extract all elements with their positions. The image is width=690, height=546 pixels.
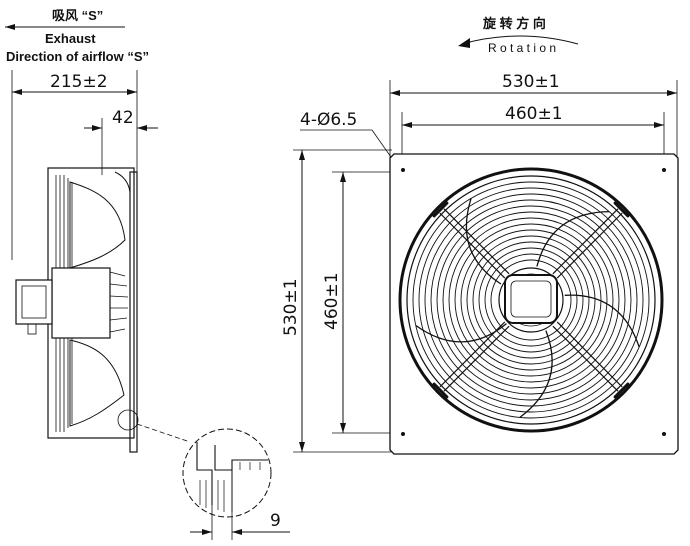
dim-530h-label: 530±1 [281,278,301,336]
fan-blade-edge [536,210,610,267]
side-blade-top [69,181,126,269]
dim-9-arrow-right-icon [232,529,242,535]
detail-circle [182,428,272,518]
detail-view: 9 [182,428,290,540]
dim-9-label: 9 [270,511,281,531]
holes-label: 4-Ø6.5 [300,110,357,130]
exhaust-label: Exhaust [45,31,96,46]
guard-ring [418,187,644,413]
guard-spoke [552,325,619,392]
guard-ring [478,247,584,353]
mount-hole-top-left [401,168,405,172]
guard-ring [430,199,632,401]
motor-terminal-inner [510,280,552,318]
airflow-arrow-icon [5,24,15,30]
guard-ring [412,181,650,419]
dim-460h-arrow-top-icon [340,172,346,182]
mount-hole-bottom-right [662,432,666,436]
fan-blades [415,198,640,419]
guard-ring [454,223,608,377]
rotation-chinese-label: 旋 转 方 向 [482,16,546,31]
rotation-arrow-icon [458,38,470,48]
venturi-outer-ring [398,167,664,433]
detail-leader-line [136,423,191,443]
front-view: 530±1 460±1 4-Ø6.5 530±1 460±1 [281,72,679,455]
guard-ring [490,259,572,341]
detail-hatch [199,462,261,512]
dim-530h-arrow-top-icon [299,150,305,160]
side-cable-gland [27,323,37,335]
rotation-label: R o t a t i o n [488,41,556,55]
rotation-indicator: 旋 转 方 向 R o t a t i o n [458,16,579,55]
guard-ring [466,235,596,365]
dim-9-arrow-left-icon [202,529,212,535]
side-flange-plate [129,171,138,453]
detail-marker-circle [117,409,139,431]
side-motor-body [51,267,111,339]
side-terminal-cover [21,285,47,319]
airflow-chinese-label: 吸风 “S” [52,8,103,23]
side-flange-curve-top [114,171,131,193]
mount-hole-top-right [662,168,666,172]
fan-blade-edge [519,330,553,419]
guard-foot [432,201,449,218]
guard-spoke [443,208,510,275]
guard-ring [436,205,626,395]
guard-foot [613,201,630,218]
rotation-arc [461,35,579,45]
airflow-direction-label: Direction of airflow “S” [6,49,149,64]
dim-460w-label: 460±1 [505,104,563,124]
side-terminal-box [15,279,53,325]
side-motor-fins [109,271,129,333]
guard-spoke [443,325,510,392]
dim-215-arrow-left-icon [12,89,22,95]
dim-530w-arrow-left-icon [390,90,400,96]
guard-ring [484,253,578,347]
dim-460w-arrow-left-icon [402,122,412,128]
guard-spoke [556,212,623,279]
dim-42-label: 42 [112,108,134,128]
guard-ring [442,211,620,389]
guard-foot [432,382,449,399]
side-blade-bottom [69,339,125,427]
detail-profile-left [196,442,213,505]
dim-460w-arrow-right-icon [654,122,664,128]
guard-spoke [439,321,506,388]
fan-blade-edge [564,294,640,348]
dim-215-arrow-right-icon [127,89,137,95]
guard-ring [472,241,590,359]
mount-hole-bottom-left [401,432,405,436]
guard-ring [460,229,602,371]
side-view: 215±2 42 [11,70,191,453]
motor-terminal-plate [504,274,558,324]
dim-460h-arrow-bottom-icon [340,423,346,433]
dim-42-arrow-left-icon [92,125,102,131]
venturi-inner-ring [406,175,656,425]
dim-530w-label: 530±1 [502,72,560,92]
dim-215-label: 215±2 [50,72,108,92]
guard-spokes [432,201,630,399]
dim-530h-arrow-bottom-icon [299,442,305,452]
guard-ring [448,217,614,383]
guard-spoke [552,208,619,275]
guard-spoke [556,321,623,388]
guard-spoke [439,212,506,279]
guard-rings [412,181,650,419]
dim-42-arrow-right-icon [137,125,147,131]
dim-460h-label: 460±1 [322,272,342,330]
guard-foot [613,382,630,399]
fan-blade-edge [465,198,502,285]
dim-530w-arrow-right-icon [667,90,677,96]
guard-ring [424,193,638,407]
